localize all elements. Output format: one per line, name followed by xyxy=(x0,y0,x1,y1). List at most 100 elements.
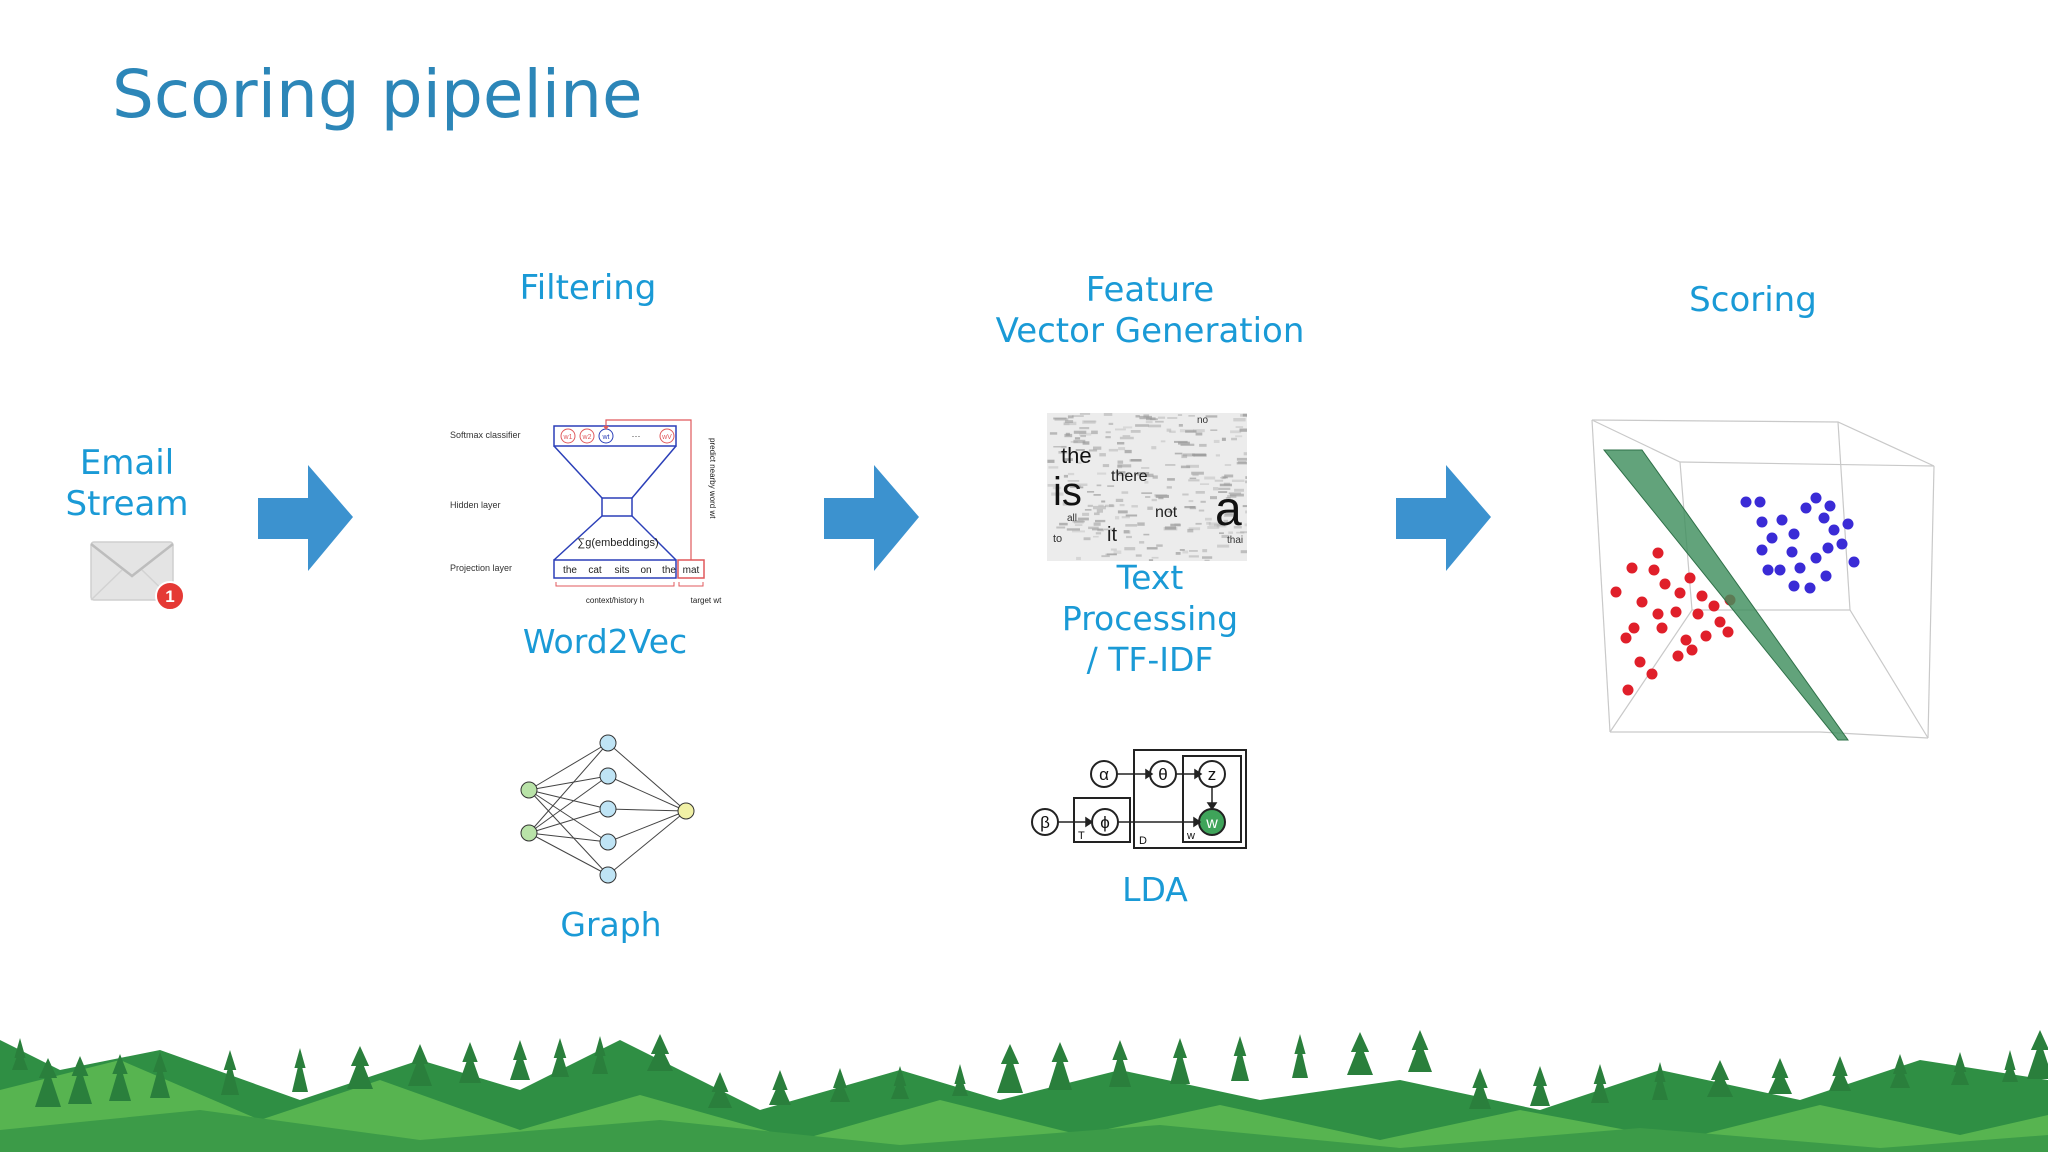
blue-class-point xyxy=(1828,524,1840,536)
output-node-label: wt xyxy=(602,434,610,441)
cloud-word: there xyxy=(1111,468,1148,485)
red-class-point xyxy=(1659,578,1671,590)
slide-title: Scoring pipeline xyxy=(112,56,643,133)
email-stream-label: Email Stream xyxy=(47,443,207,525)
red-class-point xyxy=(1722,626,1734,638)
red-class-point xyxy=(1700,630,1712,642)
red-class-point xyxy=(1674,587,1686,599)
red-class-point xyxy=(1652,608,1664,620)
output-node-label: wV xyxy=(661,434,672,441)
lda-node-theta: θ xyxy=(1158,765,1167,784)
red-class-point xyxy=(1646,668,1658,680)
blue-class-point xyxy=(1848,556,1860,568)
red-class-point xyxy=(1708,600,1720,612)
input-node xyxy=(520,824,538,842)
red-class-point xyxy=(1656,622,1668,634)
blue-class-point xyxy=(1842,518,1854,530)
cloud-word: is xyxy=(1053,470,1082,514)
lda-node-w: w xyxy=(1205,815,1218,832)
notification-badge: 1 xyxy=(155,581,185,611)
target-word: mat xyxy=(683,565,700,576)
red-class-point xyxy=(1680,634,1692,646)
context-label: context/history h xyxy=(586,596,644,605)
feature-header: Feature Vector Generation xyxy=(960,270,1340,352)
cloud-word: to xyxy=(1053,533,1062,545)
hidden-node xyxy=(599,767,617,785)
blue-class-point xyxy=(1820,570,1832,582)
output-ellipsis: ··· xyxy=(632,431,641,441)
forest-mountains-decoration xyxy=(0,1030,2048,1152)
arrow-right-icon xyxy=(824,465,919,571)
word2vec-label: Word2Vec xyxy=(522,622,688,661)
graph-label: Graph xyxy=(560,905,662,944)
blue-class-point xyxy=(1822,542,1834,554)
text-processing-line1: Text xyxy=(1116,558,1184,597)
red-class-point xyxy=(1626,562,1638,574)
text-processing-label: Text Processing / TF-IDF xyxy=(1040,557,1260,680)
blue-class-point xyxy=(1786,546,1798,558)
blue-class-point xyxy=(1810,552,1822,564)
blue-class-point xyxy=(1776,514,1788,526)
context-word: on xyxy=(640,565,651,576)
red-class-point xyxy=(1696,590,1708,602)
arrow-right-icon xyxy=(258,465,353,571)
lda-node-z: z xyxy=(1208,765,1217,784)
lda-plate-diagram: α θ z w β ϕ T D w xyxy=(1031,749,1247,849)
feature-header-line1: Feature xyxy=(1085,270,1215,310)
red-class-point xyxy=(1672,650,1684,662)
red-class-point xyxy=(1610,586,1622,598)
hidden-node xyxy=(599,866,617,884)
red-class-point xyxy=(1684,572,1696,584)
cloud-word: thai xyxy=(1227,535,1243,546)
cloud-word: no xyxy=(1197,415,1209,426)
red-class-point xyxy=(1652,547,1664,559)
context-word: cat xyxy=(588,565,602,576)
output-node-label: w1 xyxy=(563,434,573,441)
layer-label: Hidden layer xyxy=(450,500,501,510)
lda-node-beta: β xyxy=(1040,813,1050,832)
output-node xyxy=(677,802,695,820)
cloud-word: the xyxy=(1061,443,1092,468)
blue-class-point xyxy=(1800,502,1812,514)
hidden-node xyxy=(599,734,617,752)
hidden-node xyxy=(599,800,617,818)
plate-label-d: D xyxy=(1139,835,1147,847)
lda-node-phi: ϕ xyxy=(1100,813,1110,832)
context-word: the xyxy=(563,565,577,576)
blue-class-point xyxy=(1794,562,1806,574)
email-envelope-icon: 1 xyxy=(90,541,185,611)
blue-class-point xyxy=(1824,500,1836,512)
email-label-line1: Email xyxy=(79,443,175,483)
blue-class-point xyxy=(1836,538,1848,550)
blue-class-point xyxy=(1804,582,1816,594)
plate-label-t: T xyxy=(1078,830,1085,842)
blue-class-point xyxy=(1774,564,1786,576)
filtering-header: Filtering xyxy=(519,268,657,308)
red-class-point xyxy=(1634,656,1646,668)
context-word: sits xyxy=(615,565,630,576)
target-label: target wt xyxy=(691,596,722,605)
email-label-line2: Stream xyxy=(65,484,189,524)
blue-class-point xyxy=(1762,564,1774,576)
blue-class-point xyxy=(1756,544,1768,556)
embedding-sum-label: ∑g(embeddings) xyxy=(577,537,658,549)
text-processing-line2: Processing xyxy=(1061,599,1239,638)
blue-class-point xyxy=(1818,512,1830,524)
arrow-right-icon xyxy=(1396,465,1491,571)
red-class-point xyxy=(1628,622,1640,634)
blue-class-point xyxy=(1740,496,1752,508)
cloud-word: not xyxy=(1155,504,1178,521)
separating-plane xyxy=(1602,449,1849,741)
predict-side-label: predict nearby word wt xyxy=(708,438,717,519)
cloud-word: it xyxy=(1107,524,1117,546)
blue-class-point xyxy=(1788,528,1800,540)
text-processing-line3: / TF-IDF xyxy=(1086,640,1214,679)
plate-label-w: w xyxy=(1186,830,1195,842)
red-class-point xyxy=(1620,632,1632,644)
layer-label: Softmax classifier xyxy=(450,430,521,440)
red-class-point xyxy=(1686,644,1698,656)
blue-class-point xyxy=(1810,492,1822,504)
hidden-node xyxy=(599,833,617,851)
word-cloud-image: the is there not a it to all thai no xyxy=(1047,413,1247,561)
layer-label: Projection layer xyxy=(450,563,512,573)
